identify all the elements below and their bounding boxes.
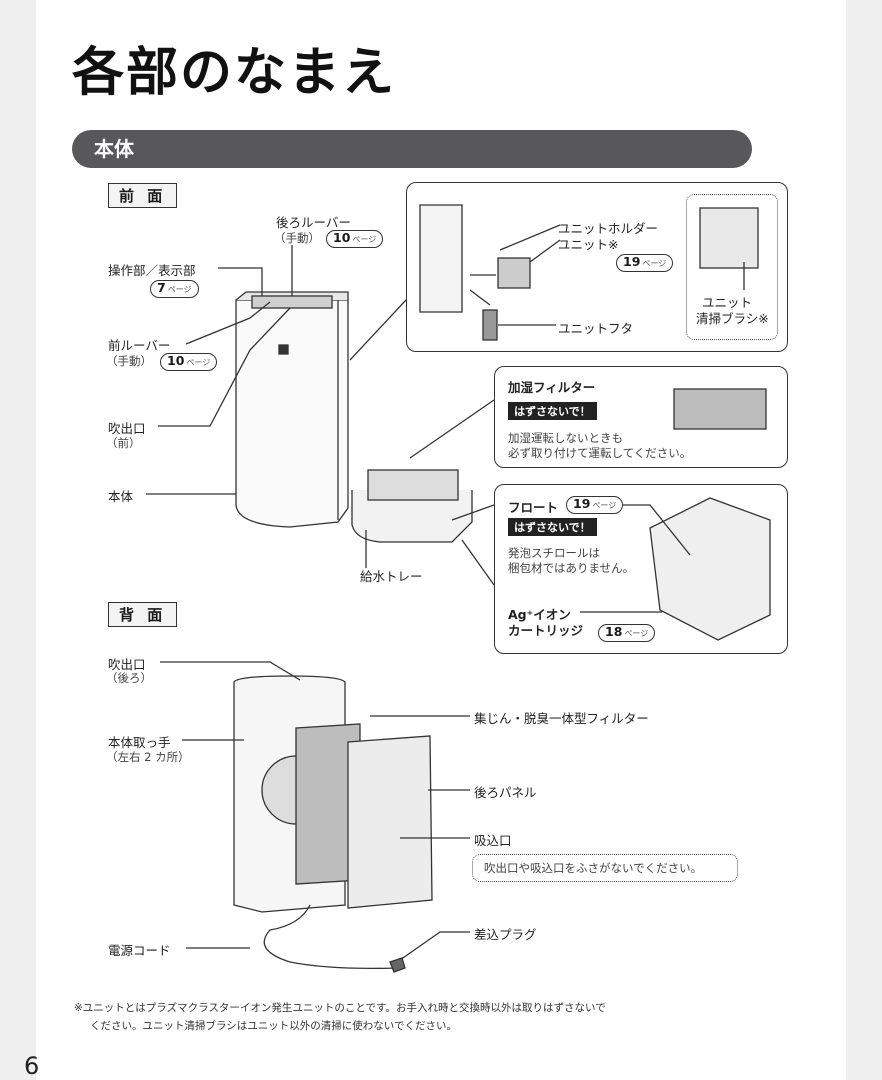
ag-cartridge-label-1: Ag⁺イオン [508,607,571,622]
water-tray [351,490,473,543]
unit-cover-label: ユニットフタ [558,321,634,336]
float-note-2: 梱包材ではありません。 [508,561,635,575]
humidifier-filter-note-1: 加湿運転しないときも [508,431,623,445]
page-ref-number: 19 [623,254,641,269]
page-ref-number: 10 [167,353,185,368]
float-panel [494,484,788,654]
front-louver-sub: （手動） [106,354,152,368]
unit-label: ユニット※ [558,237,619,252]
page-ref-number: 10 [333,230,351,245]
float-note-1: 発泡スチロールは [508,546,600,560]
page-ref-number: 19 [573,496,591,511]
page-number: 6 [24,1052,40,1080]
float-warning: はずさないで！ [508,518,597,536]
footnote-line-1: ※ユニットとはプラズマクラスターイオン発生ユニットのことです。お手入れ時と交換時… [74,1002,606,1014]
humidifier-filter-small [367,469,459,501]
page-ref-suffix: ページ [624,629,649,638]
back-heading: 背 面 [108,602,178,627]
humidifier-filter-warning: はずさないで！ [508,402,597,420]
rear-panel-illustration [347,735,433,909]
cord-label: 電源コード [108,943,171,958]
back-outlet-label: 吹出口 [108,657,146,672]
control-panel-label: 操作部／表示部 [108,263,196,278]
brush-label-1: ユニット [702,295,753,310]
humidifier-filter-title: 加湿フィルター [508,380,596,395]
unit-cover-illustration [482,309,498,341]
rear-louver-sub: （手動） [274,231,320,245]
handle-label: 本体取っ手 [108,735,171,750]
filter-label: 集じん・脱臭一体型フィルター [474,711,649,726]
page-ref-suffix: ページ [642,259,667,268]
handle-sub: （左右 2 カ所） [106,750,190,764]
inlet-note-frame [472,854,738,882]
unit-holder-illustration [497,257,531,289]
page-ref-number: 7 [157,280,166,295]
brush-illustration [699,207,759,269]
float-tray-illustration [649,497,771,641]
inlet-label: 吸込口 [474,833,512,848]
back-outlet-sub: （後ろ） [106,671,152,685]
rear-louver-label: 後ろルーバー [276,215,351,230]
front-unit-logo [278,344,289,355]
plug-label: 差込プラグ [474,927,537,942]
front-unit-body [235,299,349,528]
humidifier-filter-panel [494,366,788,468]
power-cord [263,904,399,970]
unit-detail-panel [406,182,788,352]
unit-side-illustration [419,204,463,313]
page-ref-suffix: ページ [592,501,617,510]
page-ref-number: 18 [605,624,623,639]
front-heading: 前 面 [108,183,178,208]
humidifier-filter-note-2: 必ず取り付けて運転してください。 [508,446,692,460]
brush-dotted-frame [686,194,778,340]
footnote-line-2: ください。ユニット清掃ブラシはユニット以外の清掃に使わないでください。 [90,1020,457,1032]
page-ref-suffix: ページ [167,285,192,294]
front-louver-label: 前ルーバー [108,338,171,353]
rear-panel-label: 後ろパネル [474,785,537,800]
unit-holder-label: ユニットホルダー [558,221,659,236]
brush-label-2: 清掃ブラシ※ [696,311,769,326]
front-outlet-sub: （前） [106,436,141,450]
water-tray-label: 給水トレー [360,569,423,584]
inlet-note: 吹出口や吸込口をふさがないでください。 [484,861,703,875]
page-ref-suffix: ページ [186,358,211,367]
humidifier-filter-illustration [673,388,767,430]
page-title: 各部のなまえ [72,43,397,103]
ag-cartridge-label-2: カートリッジ [508,623,584,638]
body-label: 本体 [108,489,134,504]
front-outlet-label: 吹出口 [108,421,146,436]
page-ref-suffix: ページ [352,235,377,244]
section-header: 本体 [72,130,752,168]
float-label: フロート [508,500,559,515]
plug-illustration [389,957,406,973]
